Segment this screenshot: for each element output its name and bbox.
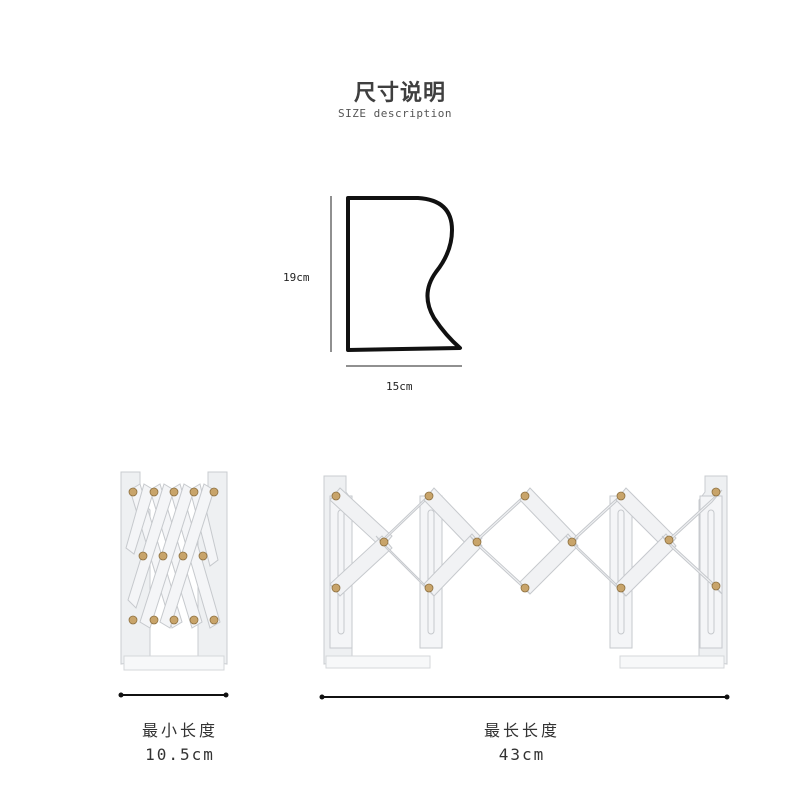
bookend-profile-diagram bbox=[330, 196, 462, 367]
width-label: 15cm bbox=[386, 380, 413, 393]
min-length-caption: 最小长度 10.5cm bbox=[110, 717, 250, 764]
bookshelf-extended bbox=[319, 475, 730, 700]
min-length-value: 10.5cm bbox=[145, 745, 215, 764]
height-label: 19cm bbox=[283, 271, 310, 284]
max-length-caption: 最长长度 43cm bbox=[452, 717, 592, 764]
max-length-value: 43cm bbox=[498, 745, 546, 764]
bookend-profile-outline bbox=[346, 196, 462, 352]
section-title: 尺寸说明 bbox=[353, 81, 446, 106]
section-subtitle: SIZE description bbox=[338, 107, 452, 120]
min-length-label: 最小长度 bbox=[141, 721, 218, 740]
max-length-label: 最长长度 bbox=[483, 721, 560, 740]
bookshelf-collapsed bbox=[118, 471, 229, 698]
